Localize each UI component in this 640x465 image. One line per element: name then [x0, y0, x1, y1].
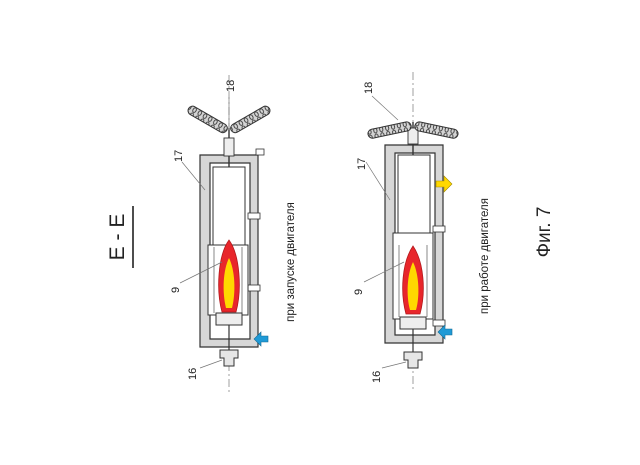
right-housing-notch — [432, 319, 446, 327]
left-housing-notch — [247, 212, 261, 220]
left-leader-9 — [179, 261, 223, 284]
left-callout-16: 16 — [187, 368, 199, 380]
right-air-inlet-arrow — [437, 324, 453, 340]
right-exhaust-arrow — [435, 175, 453, 193]
right-flame-inner — [407, 262, 419, 310]
left-flame-inner — [223, 258, 235, 308]
right-callout-16: 16 — [371, 371, 383, 383]
left-flap-right — [230, 105, 271, 134]
left-callout-9: 9 — [170, 287, 182, 293]
section-label-text: E - E — [106, 214, 129, 261]
right-flap-left — [367, 121, 412, 139]
right-leader-17 — [365, 161, 391, 201]
right-flap-right — [414, 121, 459, 139]
figure-label: Фиг. 7 — [534, 207, 555, 258]
right-burner-base — [399, 316, 427, 330]
left-injector-16 — [219, 349, 239, 367]
right-leader-16 — [381, 361, 407, 369]
right-housing-notch — [432, 225, 446, 233]
left-callout-17: 17 — [173, 150, 185, 162]
left-callout-18: 18 — [225, 80, 237, 92]
section-label: E - E — [106, 206, 134, 268]
right-callout-18: 18 — [363, 82, 375, 94]
left-air-inlet-arrow — [253, 331, 269, 347]
right-valve-guide — [407, 127, 419, 145]
left-leader-16 — [199, 359, 223, 369]
left-housing-notch — [255, 148, 265, 156]
right-caption: при работе двигателя — [479, 198, 491, 314]
right-callout-9: 9 — [353, 289, 365, 295]
left-valve-guide — [223, 137, 235, 157]
right-callout-17: 17 — [356, 158, 368, 170]
right-inner-cylinder — [397, 154, 431, 234]
right-leader-9 — [363, 261, 405, 283]
left-caption: при запуске двигателя — [285, 202, 297, 322]
left-leader-17 — [181, 161, 206, 191]
right-panel: 18 17 9 16 при работе двигателя — [353, 72, 491, 392]
right-injector-16 — [403, 351, 423, 369]
left-inner-cylinder — [212, 166, 246, 246]
right-leader-18 — [371, 95, 399, 121]
left-flap-left — [187, 105, 228, 134]
left-panel: 18 17 9 16 при запуске двигателя — [170, 75, 297, 392]
left-burner-base — [215, 312, 243, 326]
left-housing-notch — [247, 284, 261, 292]
